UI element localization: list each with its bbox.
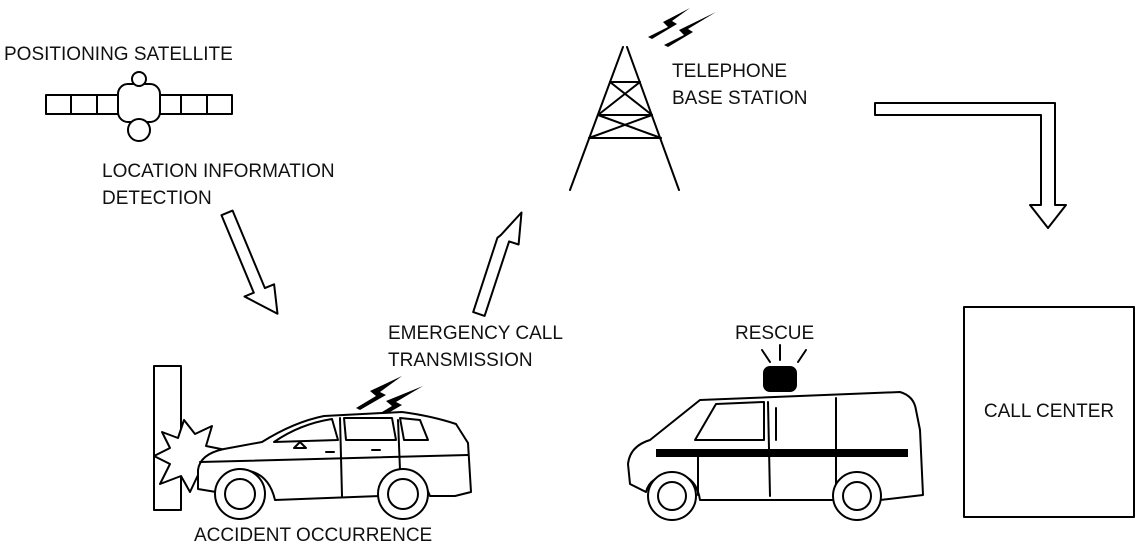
car-icon: [197, 411, 472, 520]
label-positioning-satellite: POSITIONING SATELLITE: [4, 41, 233, 68]
label-line: POSITIONING SATELLITE: [4, 44, 233, 65]
label-line: BASE STATION: [672, 88, 808, 109]
signal-bolt-icon: [648, 8, 716, 47]
label-line: CALL CENTER: [983, 401, 1115, 422]
arrow-location-to-car: [220, 209, 279, 315]
label-line: EMERGENCY CALL: [388, 323, 563, 344]
ambulance-icon: [627, 344, 924, 521]
satellite-icon: [45, 71, 233, 142]
label-line: TELEPHONE: [672, 61, 788, 82]
label-line: LOCATION INFORMATION: [102, 161, 335, 182]
call-center-box: [963, 306, 1135, 518]
tower-icon: [569, 46, 680, 191]
label-telephone-base-station: TELEPHONE BASE STATION: [672, 58, 808, 112]
arrow-tower-to-callcenter: [874, 102, 1067, 229]
label-emergency-call: EMERGENCY CALL TRANSMISSION: [388, 320, 563, 374]
label-location-information: LOCATION INFORMATION DETECTION: [102, 158, 335, 212]
label-line: TRANSMISSION: [388, 350, 533, 371]
signal-bolt-icon: [356, 376, 423, 420]
label-rescue: RESCUE: [735, 320, 814, 347]
arrow-car-to-tower: [472, 211, 523, 317]
label-line: ACCIDENT OCCURRENCE: [194, 525, 433, 546]
label-call-center: CALL CENTER: [964, 398, 1134, 425]
label-line: DETECTION: [102, 188, 212, 209]
label-accident-occurrence: ACCIDENT OCCURRENCE: [194, 522, 432, 549]
label-line: RESCUE: [735, 323, 815, 344]
